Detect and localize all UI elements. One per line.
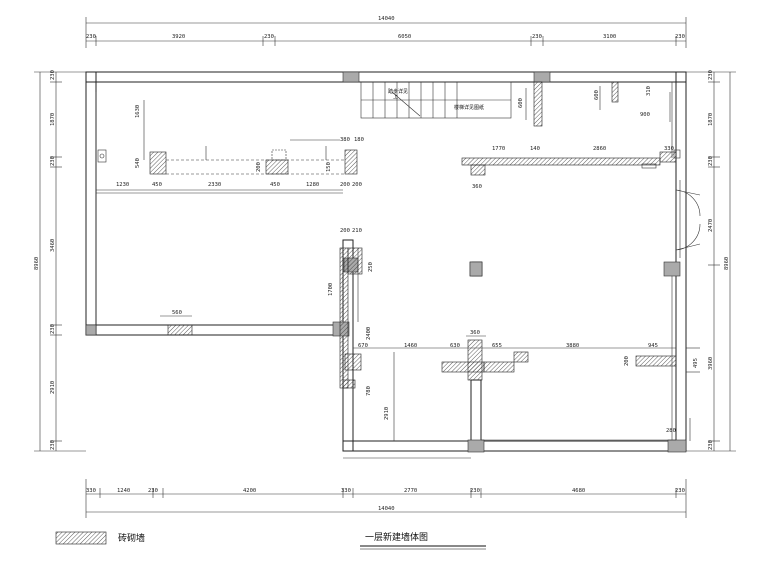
right-dim-6: 230 [708, 440, 714, 450]
bottom-dim-8: 4680 [572, 488, 585, 494]
dim-200a: 200 [256, 162, 262, 172]
dim-250: 250 [368, 262, 374, 272]
dim-200b: 200 [340, 182, 350, 188]
dim-1630: 1630 [135, 105, 141, 118]
dim-780: 780 [366, 386, 372, 396]
legend-swatch [55, 531, 107, 545]
top-dim-6: 3100 [603, 34, 616, 40]
dim-380: 380 [340, 137, 350, 143]
dim-280: 280 [666, 428, 676, 434]
dim-495: 495 [693, 358, 699, 368]
bottom-total-dim: 14040 [378, 506, 395, 512]
top-dimension-chain: 14040 230 3920 230 6050 230 3100 230 [85, 16, 687, 48]
dim-1280: 1280 [306, 182, 319, 188]
dim-360a: 360 [472, 184, 482, 190]
right-dimension-chain: 230 1870 230 2470 3960 230 8960 [686, 70, 736, 452]
bottom-dim-9: 230 [675, 488, 685, 494]
top-dim-2: 3920 [172, 34, 185, 40]
top-dim-4: 6050 [398, 34, 411, 40]
left-dim-3: 230 [50, 156, 56, 166]
structural-columns [85, 71, 687, 453]
bottom-dim-6: 2770 [404, 488, 417, 494]
left-dim-6: 2910 [50, 381, 56, 394]
bottom-dim-3: 230 [148, 488, 158, 494]
right-dim-5: 3960 [708, 357, 714, 370]
dim-1770: 1770 [492, 146, 505, 152]
top-dim-3: 230 [264, 34, 274, 40]
legend: 砖砌墙 [55, 531, 145, 545]
new-brick-walls [149, 81, 677, 389]
dim-2400: 2400 [366, 327, 372, 340]
center-column [469, 261, 483, 277]
top-dim-5: 230 [532, 34, 542, 40]
left-dim-5: 230 [50, 324, 56, 334]
dim-200c: 200 [352, 182, 362, 188]
dim-310: 310 [646, 86, 652, 96]
interior-lines [95, 82, 681, 459]
bottom-dim-4: 4200 [243, 488, 256, 494]
top-total-dim: 14040 [378, 16, 395, 22]
dim-180: 180 [354, 137, 364, 143]
right-total-dim: 8960 [724, 257, 730, 270]
interior-dimensions: 1630 540 1230 450 2330 450 1280 200 200 … [116, 86, 699, 434]
misc-marks [97, 86, 700, 441]
dim-900: 900 [640, 112, 650, 118]
dim-450a: 450 [152, 182, 162, 188]
dim-1230: 1230 [116, 182, 129, 188]
stair-note: 踏步详见 [388, 88, 408, 95]
bottom-dim-5: 330 [341, 488, 351, 494]
dim-1700: 1700 [328, 283, 334, 296]
entrance-double-door [675, 189, 701, 251]
dim-210: 210 [352, 228, 362, 234]
right-dim-4: 2470 [708, 219, 714, 232]
left-dim-2: 1870 [50, 113, 56, 126]
dim-150: 150 [326, 162, 332, 172]
drawing-title: 一层新建墙体图 [360, 531, 486, 550]
drawing-title-text: 一层新建墙体图 [365, 531, 428, 543]
dim-540a: 540 [135, 158, 141, 168]
stair-note-2: 楼梯详见图纸 [454, 104, 484, 111]
right-dim-2: 1870 [708, 113, 714, 126]
legend-label: 砖砌墙 [118, 532, 145, 544]
right-dim-1: 230 [708, 70, 714, 80]
dim-670: 670 [358, 343, 368, 349]
exterior-walls [85, 71, 687, 452]
dim-360b: 360 [470, 330, 480, 336]
staircase: 上 踏步详见 楼梯详见图纸 [360, 81, 512, 119]
dim-945: 945 [648, 343, 658, 349]
left-dimension-chain: 8960 230 1870 230 3460 230 2910 230 [34, 70, 86, 452]
stair-up-label: 上 [393, 93, 398, 100]
dim-450b: 450 [270, 182, 280, 188]
right-dim-3: 230 [708, 156, 714, 166]
bottom-dimension-chain: 330 1240 230 4200 330 2770 230 4680 230 … [85, 479, 687, 518]
left-dim-1: 230 [50, 70, 56, 80]
left-total-dim: 8960 [34, 257, 40, 270]
dim-630: 630 [450, 343, 460, 349]
bottom-dim-1: 330 [86, 488, 96, 494]
dim-200d: 200 [340, 228, 350, 234]
dim-140: 140 [530, 146, 540, 152]
dim-560: 560 [172, 310, 182, 316]
dim-1460: 1460 [404, 343, 417, 349]
dim-600a: 600 [518, 98, 524, 108]
dim-2860: 2860 [593, 146, 606, 152]
top-dim-1: 230 [86, 34, 96, 40]
dim-2910: 2910 [384, 407, 390, 420]
dim-655: 655 [492, 343, 502, 349]
dim-330: 330 [664, 146, 674, 152]
dim-200e: 200 [624, 356, 630, 366]
top-dim-7: 230 [675, 34, 685, 40]
left-dim-7: 230 [50, 440, 56, 450]
bottom-dim-7: 230 [470, 488, 480, 494]
dim-600b: 600 [594, 90, 600, 100]
dim-3880: 3880 [566, 343, 579, 349]
bottom-dim-2: 1240 [117, 488, 130, 494]
left-dim-4: 3460 [50, 239, 56, 252]
dim-2330: 2330 [208, 182, 221, 188]
